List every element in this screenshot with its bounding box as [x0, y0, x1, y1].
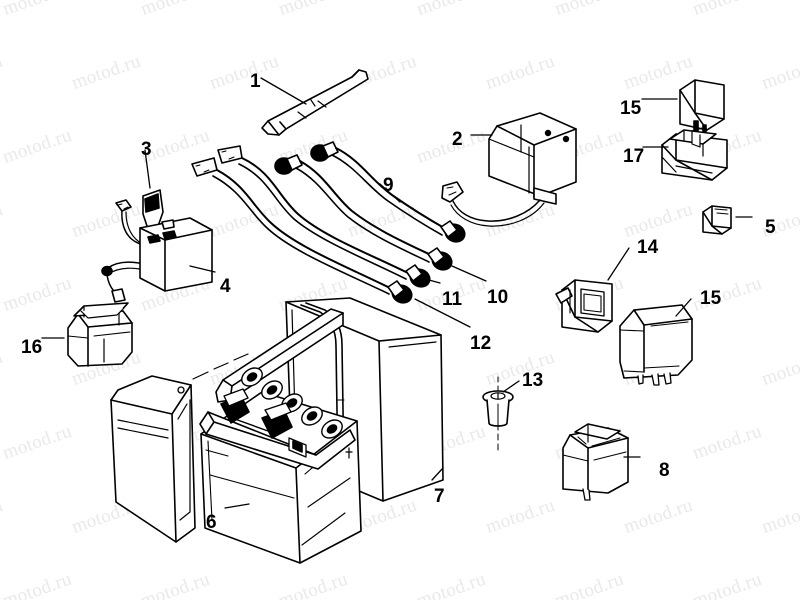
part-battery-strap — [260, 69, 369, 136]
part-relay-unit — [619, 298, 693, 386]
callout-battery-strap: 1 — [250, 71, 261, 92]
part-relay-assembly — [562, 423, 641, 501]
callout-relay-unit: 15 — [700, 288, 722, 309]
callout-relay-assembly: 8 — [659, 460, 670, 481]
part-fuse — [702, 205, 753, 235]
callout-starter-relay-box: 4 — [220, 276, 231, 297]
callout-fuse-holder: 3 — [141, 139, 152, 160]
part-rubber-grommet — [482, 376, 520, 451]
part-relay-socket — [555, 247, 630, 333]
callout-battery: 6 — [206, 512, 217, 533]
callout-relay-base: 17 — [623, 146, 645, 167]
part-battery-cables — [191, 141, 487, 328]
callout-battery-cable-negative: 11 — [442, 289, 463, 310]
callout-terminal-cover: 16 — [21, 337, 43, 358]
callout-regulator-rectifier: 2 — [452, 129, 463, 150]
callout-battery-box: 7 — [434, 486, 445, 507]
callout-battery-cable-upper: 9 — [383, 175, 394, 196]
part-regulator-rectifier — [441, 112, 577, 227]
part-relay-box — [139, 217, 216, 292]
part-relay-cube-and-base — [641, 79, 728, 181]
callout-relay-cube: 15 — [620, 98, 642, 119]
part-battery-tray — [110, 353, 249, 543]
callout-ground-cable: 12 — [470, 333, 492, 354]
callout-rubber-grommet: 13 — [522, 370, 544, 391]
callout-relay-socket: 14 — [637, 237, 659, 258]
callout-battery-cable-positive: 10 — [487, 287, 509, 308]
callout-fuse: 5 — [765, 217, 776, 238]
part-terminal-cover — [41, 302, 133, 367]
part-battery — [199, 308, 362, 564]
